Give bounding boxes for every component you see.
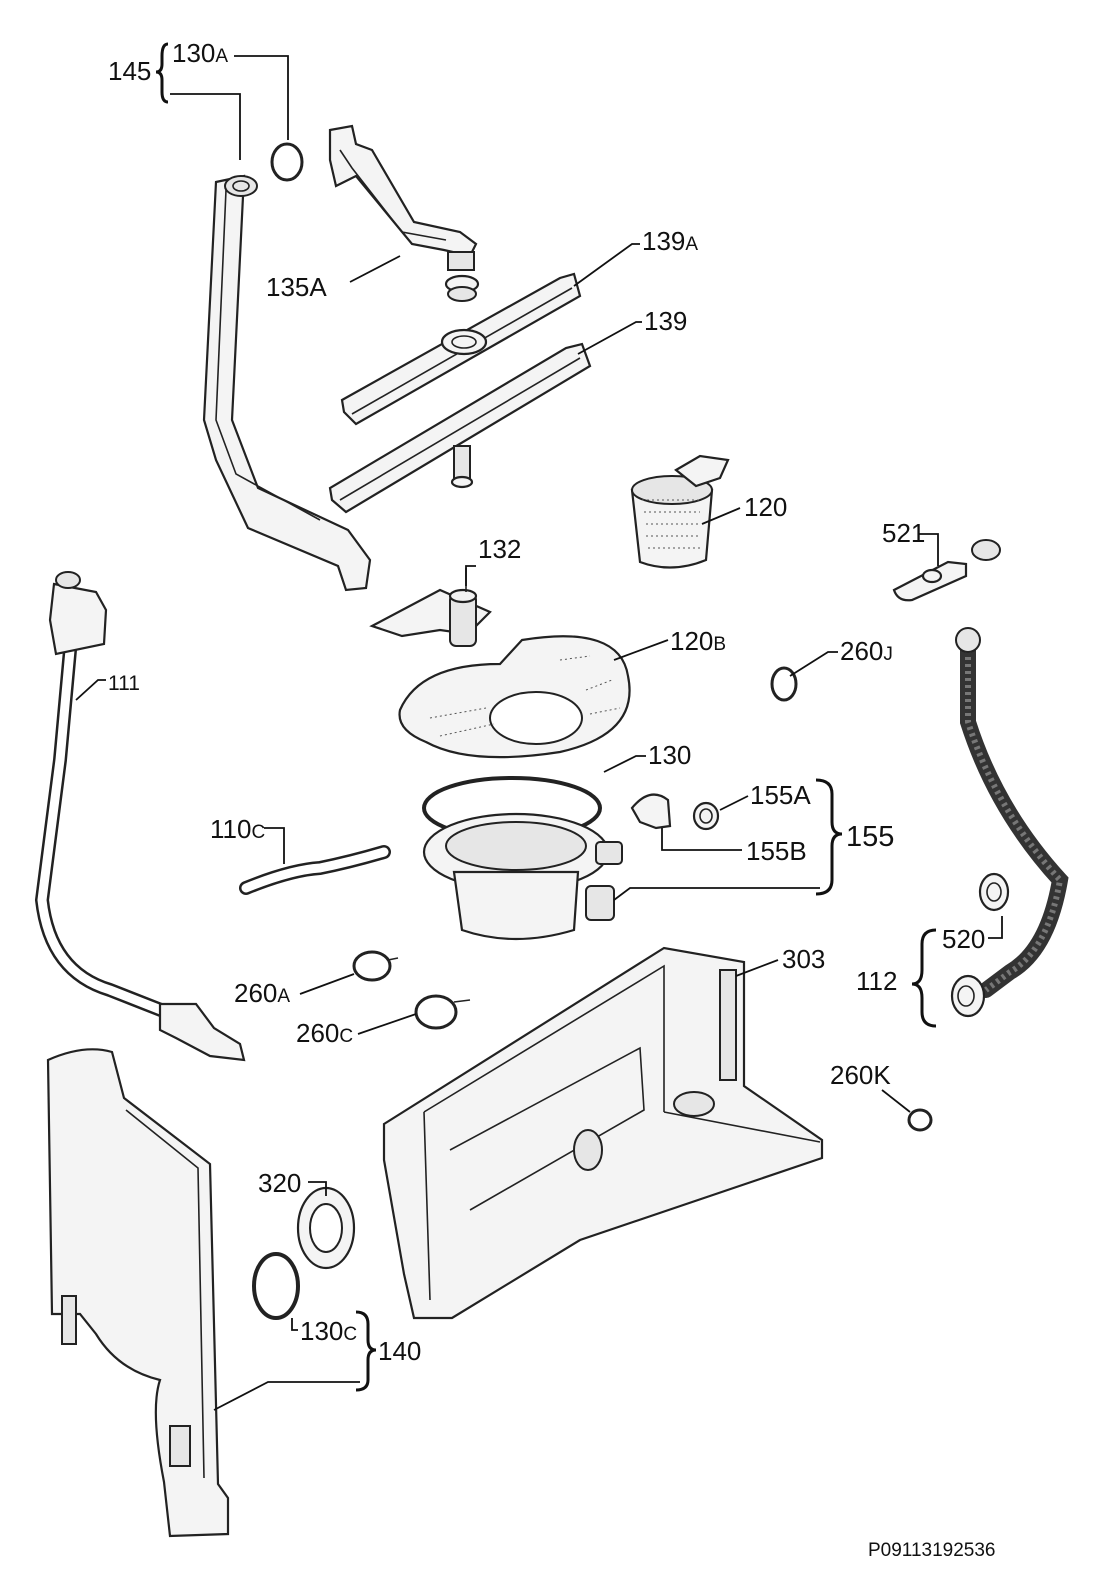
part-labels: 145 130A 135A 139A 139 120 521 132 120B … xyxy=(108,38,985,1366)
label-303: 303 xyxy=(782,944,825,974)
part-spray-arm-supply xyxy=(328,124,480,302)
label-155: 155 xyxy=(846,821,894,853)
label-521: 521 xyxy=(882,518,925,548)
label-260k: 260K xyxy=(830,1060,891,1090)
label-260c: 260C xyxy=(296,1018,353,1048)
label-140: 140 xyxy=(378,1336,421,1366)
part-clamp-260a xyxy=(352,950,399,982)
label-320: 320 xyxy=(258,1168,301,1198)
part-lower-spray-arm xyxy=(328,342,592,514)
label-139: 139 xyxy=(644,306,687,336)
part-clip-521 xyxy=(892,539,1001,602)
label-120: 120 xyxy=(744,492,787,522)
label-120b: 120B xyxy=(670,626,726,656)
part-drain-hose-112 xyxy=(950,627,1069,1018)
part-upper-spray-arm xyxy=(340,272,582,426)
part-inlet-hose-111 xyxy=(34,571,246,1062)
label-132: 132 xyxy=(478,534,521,564)
part-clamp-260j xyxy=(770,666,798,702)
label-260j: 260J xyxy=(840,636,893,666)
label-135a: 135A xyxy=(266,272,327,302)
part-o-ring-130a xyxy=(270,142,304,182)
part-clamp-260c xyxy=(414,994,471,1030)
label-130: 130 xyxy=(648,740,691,770)
label-130a: 130A xyxy=(172,38,228,68)
part-sensor-132 xyxy=(369,568,492,647)
label-155a: 155A xyxy=(750,780,811,810)
part-filter-120 xyxy=(630,454,730,569)
part-sump-body xyxy=(422,812,623,941)
part-microfilter-plate xyxy=(398,635,631,759)
part-plug-155a xyxy=(692,801,720,831)
label-145: 145 xyxy=(108,56,151,86)
label-139a: 139A xyxy=(642,226,698,256)
part-base-303 xyxy=(382,946,824,1320)
part-riser-pipe xyxy=(202,174,372,592)
diagram-code: P09113192536 xyxy=(868,1540,996,1561)
label-110c: 110C xyxy=(210,814,265,844)
leader-lines xyxy=(75,42,1003,1411)
part-seal-320 xyxy=(296,1186,356,1270)
label-130c: 130C xyxy=(300,1316,357,1346)
label-520: 520 xyxy=(942,924,985,954)
label-112: 112 xyxy=(856,966,897,996)
label-111: 111 xyxy=(108,672,140,695)
part-ring-130c xyxy=(252,1252,300,1320)
part-clip-520 xyxy=(978,872,1010,912)
part-hose-110c xyxy=(239,845,391,895)
label-155b: 155B xyxy=(746,836,807,866)
part-panel-140 xyxy=(46,1048,230,1538)
part-cover-155b xyxy=(630,793,672,830)
label-260a: 260A xyxy=(234,978,290,1008)
part-clamp-260k xyxy=(907,1108,933,1132)
